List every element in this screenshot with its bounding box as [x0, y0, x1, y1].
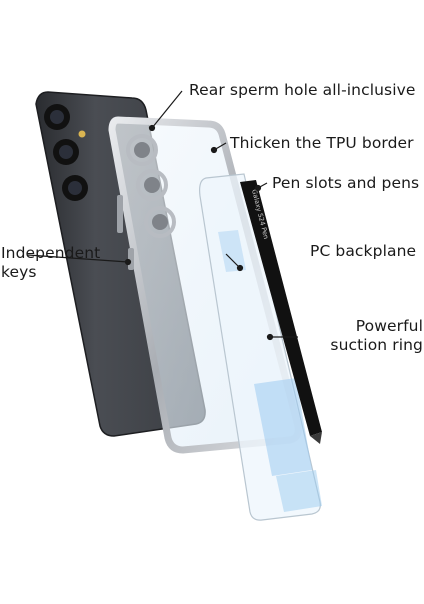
- camera-ring-icon: [126, 134, 176, 238]
- pc-backplane: [199, 173, 322, 521]
- callout-pen-slots: Pen slots and pens: [272, 174, 420, 192]
- side-key: [128, 248, 134, 270]
- stylus-pen: [240, 180, 322, 444]
- callout-lines: [27, 90, 298, 341]
- callout-keys-line1: Independent: [1, 244, 101, 262]
- side-key: [117, 195, 123, 233]
- callout-suction-line2: suction ring: [330, 336, 423, 354]
- callout-suction-line1: Powerful: [355, 317, 423, 335]
- callout-keys-line2: keys: [1, 263, 37, 281]
- callout-pc-backplane: PC backplane: [310, 242, 417, 260]
- callout-rear-hole: Rear sperm hole all-inclusive: [189, 81, 416, 99]
- camera-lens-icon: [44, 104, 88, 201]
- callout-tpu-border: Thicken the TPU border: [230, 134, 414, 152]
